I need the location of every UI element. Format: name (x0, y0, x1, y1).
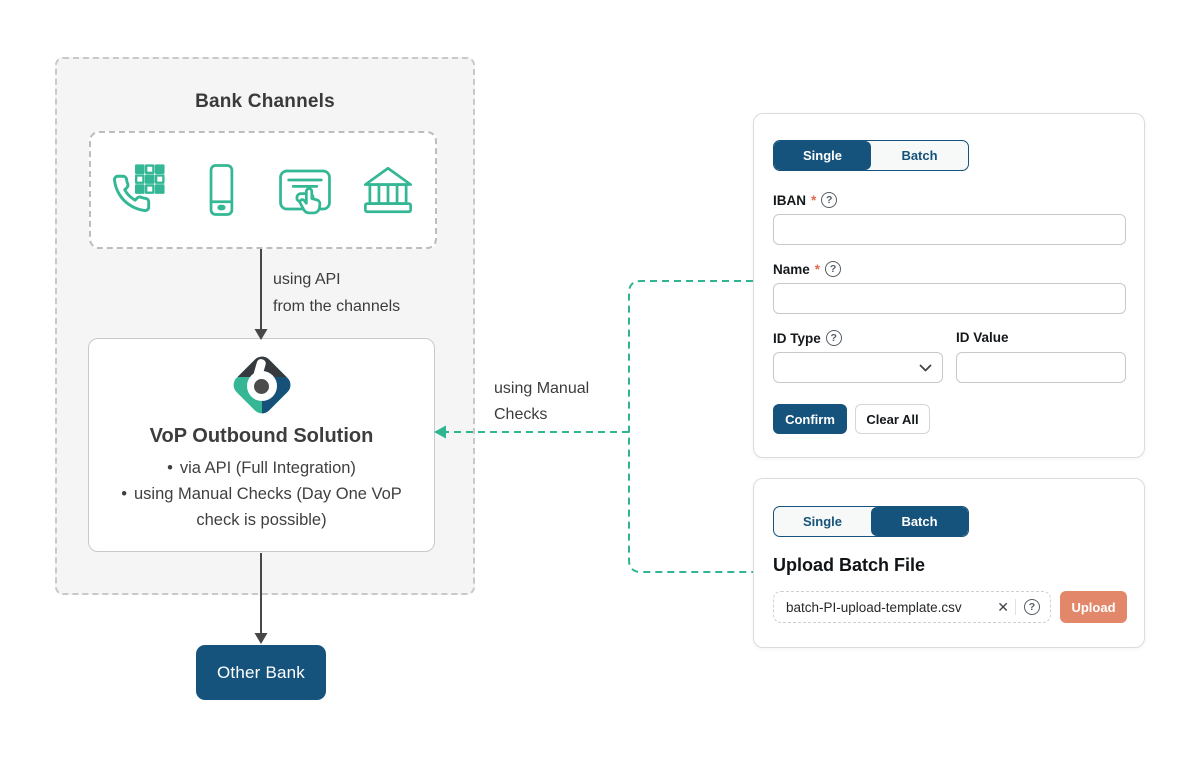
using-api-label: using API from the channels (273, 266, 400, 320)
bank-channels-title: Bank Channels (195, 91, 335, 112)
required-marker: * (811, 192, 817, 208)
id-value-label-row: ID Value (956, 330, 1009, 345)
batch-file-name: batch-PI-upload-template.csv (786, 599, 962, 615)
tab-single[interactable]: Single (774, 141, 871, 170)
other-bank-node: Other Bank (196, 645, 326, 700)
manual-checks-line1: using Manual (494, 380, 590, 397)
vop-title: VoP Outbound Solution (149, 425, 374, 447)
bank-building-icon (359, 161, 417, 219)
required-marker: * (814, 261, 821, 277)
id-value-label: ID Value (956, 330, 1009, 345)
using-manual-checks-label: using Manual Checks (494, 376, 594, 428)
arrowhead-vop-to-otherbank (254, 633, 268, 644)
help-icon[interactable]: ? (825, 330, 842, 346)
iban-input[interactable] (773, 214, 1126, 245)
tab-group-single-panel: Single Batch (773, 140, 969, 171)
tab-group-batch-panel: Single Batch (773, 506, 969, 537)
help-icon[interactable]: ? (1024, 599, 1040, 615)
clear-file-icon[interactable]: ✕ (997, 598, 1009, 615)
card-payment-tap-icon (276, 161, 334, 219)
vop-bullet-list: via API (Full Integration) using Manual … (106, 455, 418, 533)
channel-icons-box (89, 131, 437, 249)
using-api-line2: from the channels (273, 298, 401, 315)
using-api-line1: using API (273, 271, 341, 288)
smartphone-icon (192, 161, 250, 219)
help-icon[interactable]: ? (821, 192, 838, 208)
id-type-label-row: ID Type ? (773, 330, 842, 346)
help-icon[interactable]: ? (825, 261, 842, 277)
confirm-button[interactable]: Confirm (773, 404, 847, 434)
upload-button[interactable]: Upload (1060, 591, 1127, 623)
name-input[interactable] (773, 283, 1126, 314)
iban-label: IBAN (773, 192, 806, 208)
phone-keypad-icon (109, 161, 167, 219)
connector-panels (628, 280, 753, 573)
batch-file-input[interactable]: batch-PI-upload-template.csv ✕ ? (773, 591, 1051, 623)
vop-bullet-item: using Manual Checks (Day One VoP check i… (106, 481, 418, 533)
id-type-label: ID Type (773, 330, 821, 346)
tab-batch[interactable]: Batch (901, 148, 938, 163)
batch-upload-panel: Single Batch Upload Batch File batch-PI-… (753, 478, 1145, 648)
clear-all-button[interactable]: Clear All (855, 404, 930, 434)
manual-checks-line2: Checks (494, 406, 548, 423)
single-check-panel: Single Batch IBAN * ? Name * ? ID Type ?… (753, 113, 1145, 458)
tab-single[interactable]: Single (802, 514, 842, 529)
name-label: Name (773, 261, 810, 277)
id-type-select[interactable] (773, 352, 943, 383)
vop-bullet-item: via API (Full Integration) (106, 455, 418, 481)
vop-logo-icon (228, 352, 295, 418)
upload-batch-file-heading: Upload Batch File (773, 555, 926, 575)
chevron-down-icon (919, 364, 932, 371)
id-value-input[interactable] (956, 352, 1126, 383)
tab-batch[interactable]: Batch (871, 507, 968, 536)
iban-label-row: IBAN * ? (773, 192, 838, 208)
vop-solution-box: VoP Outbound Solution via API (Full Inte… (88, 338, 435, 552)
name-label-row: Name * ? (773, 261, 842, 277)
divider (1015, 599, 1016, 615)
